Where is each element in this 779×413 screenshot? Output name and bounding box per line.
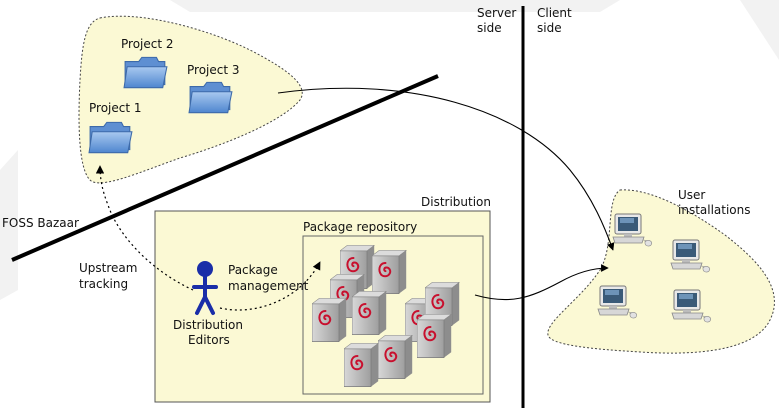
project-3-label: Project 3 (187, 63, 240, 77)
folder-icon (88, 121, 133, 154)
package-repository-label: Package repository (303, 220, 417, 234)
distribution-label: Distribution (421, 195, 491, 209)
project-1-label: Project 1 (89, 101, 142, 115)
client-side-label-line-1: Client (537, 6, 572, 20)
upstream-tracking-label-line-2: tracking (79, 277, 128, 291)
foss-bazaar-label: FOSS Bazaar (2, 216, 79, 230)
upstream-to-users-arrow (277, 87, 615, 251)
server-side-label-line-2: side (477, 21, 502, 35)
folder-icon (188, 81, 233, 114)
debian-server-icon (417, 313, 453, 359)
distribution-editors-label-line-2: Editors (188, 333, 230, 347)
user-installations-label-line-1: User (678, 188, 705, 202)
person-icon (192, 261, 218, 315)
background-shade (170, 0, 620, 12)
folder-icon (123, 56, 168, 89)
repository-to-users-arrow (474, 264, 609, 301)
package-management-label-line-1: Package (228, 263, 278, 277)
client-side-label-line-2: side (537, 21, 562, 35)
debian-server-icon (372, 249, 408, 295)
upstream-tracking-label-line-1: Upstream (79, 261, 137, 275)
debian-server-icon (344, 342, 380, 388)
bazaar-boundary-line (11, 74, 439, 262)
server-side-label-line-1: Server (477, 6, 516, 20)
package-management-arrow (219, 261, 321, 311)
project-2-label: Project 2 (121, 37, 174, 51)
user-installations-label-line-2: installations (678, 203, 751, 217)
package-management-label-line-2: management (228, 279, 309, 293)
background-shade (740, 0, 779, 60)
debian-server-icon (352, 290, 388, 336)
distribution-editors-label-line-1: Distribution (173, 318, 243, 332)
debian-server-icon (378, 334, 414, 380)
background-shade (0, 150, 18, 300)
debian-server-icon (312, 297, 348, 343)
